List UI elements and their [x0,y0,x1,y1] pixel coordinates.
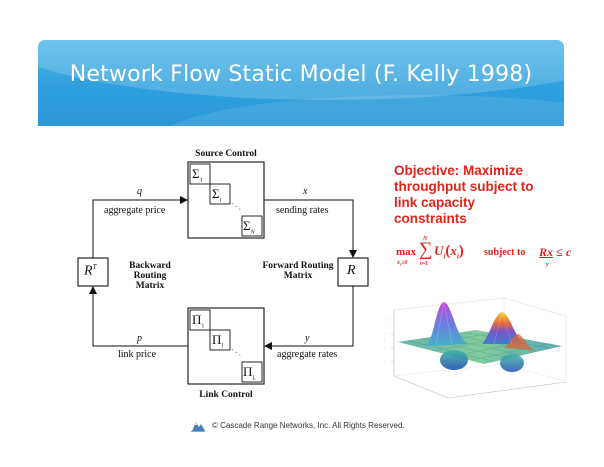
routing-matrix-label: R [347,263,356,278]
routing-matrix-box [337,257,369,287]
sigma-n-cell [241,215,263,237]
source-control-label: Source Control [195,149,257,159]
svg-text:·: · [385,346,386,350]
sigma-i-cell [209,183,231,205]
sending-rates-label: sending rates [276,205,329,216]
utility-function: Ui(xi) [434,243,464,261]
objective-formula: max xi≥0 N ∑ i=1 Ui(xi) subject to Rx ≤ … [394,236,584,280]
footer: © Cascade Range Networks, Inc. All Right… [190,419,420,433]
objective-text: Objective: Maximize throughput subject t… [394,163,534,226]
arrow-aggregate-rates [264,286,354,350]
link-price-label: link price [118,349,157,360]
surface-plot-image: · · · · ····· [383,290,576,412]
q-var: q [137,186,142,197]
rx-term: Rx [539,245,554,259]
sum-symbol: ∑ [419,239,433,260]
sigma-1-cell [189,163,211,185]
capacity-term: c [566,245,572,259]
subject-to-label: subject to [484,247,526,258]
title-banner: Network Flow Static Model (F. Kelly 1998… [38,40,564,126]
rx-under: y [546,262,549,268]
p-var: p [137,333,142,344]
sigma-n: ΣN [243,218,255,236]
svg-text:·····: ····· [384,336,387,342]
svg-text:·: · [385,332,386,336]
pi-L-cell [241,361,263,383]
max-subscript: xi≥0 [397,260,408,268]
leq-symbol: ≤ [556,245,563,259]
sum-lower: i=1 [420,261,429,267]
routing-transpose-label: RT [84,263,97,279]
arrow-sending-rates [264,199,357,258]
sum-upper: N [423,236,428,242]
max-operator: max [396,246,417,258]
arrow-link-price [89,286,188,347]
forward-routing-label: Forward Routing Matrix [262,261,334,281]
pi-L: ΠL [243,364,256,382]
slide-title: Network Flow Static Model (F. Kelly 1998… [69,62,533,87]
sigma-i: Σi [212,186,222,204]
pi-l-cell [209,329,231,351]
svg-text:·: · [385,318,386,322]
y-var: y [305,333,310,344]
banner-sheen-lower [158,95,564,126]
copyright-text: © Cascade Range Networks, Inc. All Right… [212,421,405,430]
surface-plot-graphic: · · · · ····· [383,297,567,399]
pi-l: Πl [212,332,224,350]
link-control-label: Link Control [199,390,253,400]
network-flow-diagram: Σ1 Σi · · · ΣN Π1 Πl · · · ΠL RT R Sourc… [70,140,380,410]
arrow-aggregate-price [92,196,188,258]
pi-1: Π1 [192,312,205,330]
x-var: x [303,186,308,197]
company-logo-icon [191,422,205,432]
aggregate-price-label: aggregate price [104,205,166,216]
svg-text:·: · [385,360,386,364]
diagram-lines [77,161,369,385]
sigma-1: Σ1 [192,166,203,184]
pi-1-cell [189,309,211,331]
backward-routing-label: Backward Routing Matrix [129,261,171,291]
aggregate-rates-label: aggregate rates [277,349,338,360]
